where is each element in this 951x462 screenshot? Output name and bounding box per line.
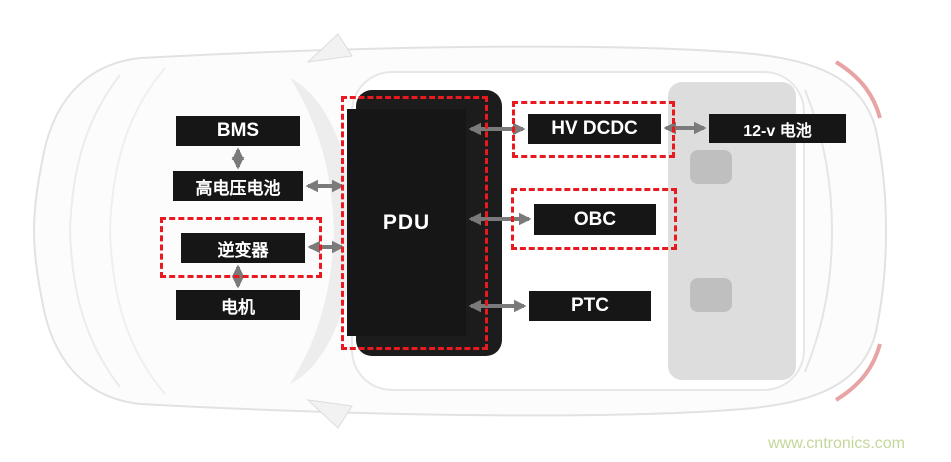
pdu-node: PDU [347,109,466,336]
hv-battery-node: 高电压电池 [173,171,303,201]
12v-battery-node: 12-v 电池 [709,114,846,143]
watermark: www.cntronics.com [768,435,905,452]
obc-node: OBC [534,204,656,235]
hood-line [68,74,121,388]
windshield [290,78,356,384]
hood-line [108,67,166,395]
headrest [690,150,732,184]
inverter-node: 逆变器 [181,233,305,263]
hv-dcdc-node: HV DCDC [528,114,661,144]
ptc-node: PTC [529,291,651,321]
taillight-accent [834,343,882,402]
taillight-accent [834,60,882,119]
motor-node: 电机 [176,290,300,320]
side-mirror-bottom [306,399,353,429]
bms-node: BMS [176,116,300,146]
side-mirror-top [306,33,353,63]
headrest [690,278,732,312]
